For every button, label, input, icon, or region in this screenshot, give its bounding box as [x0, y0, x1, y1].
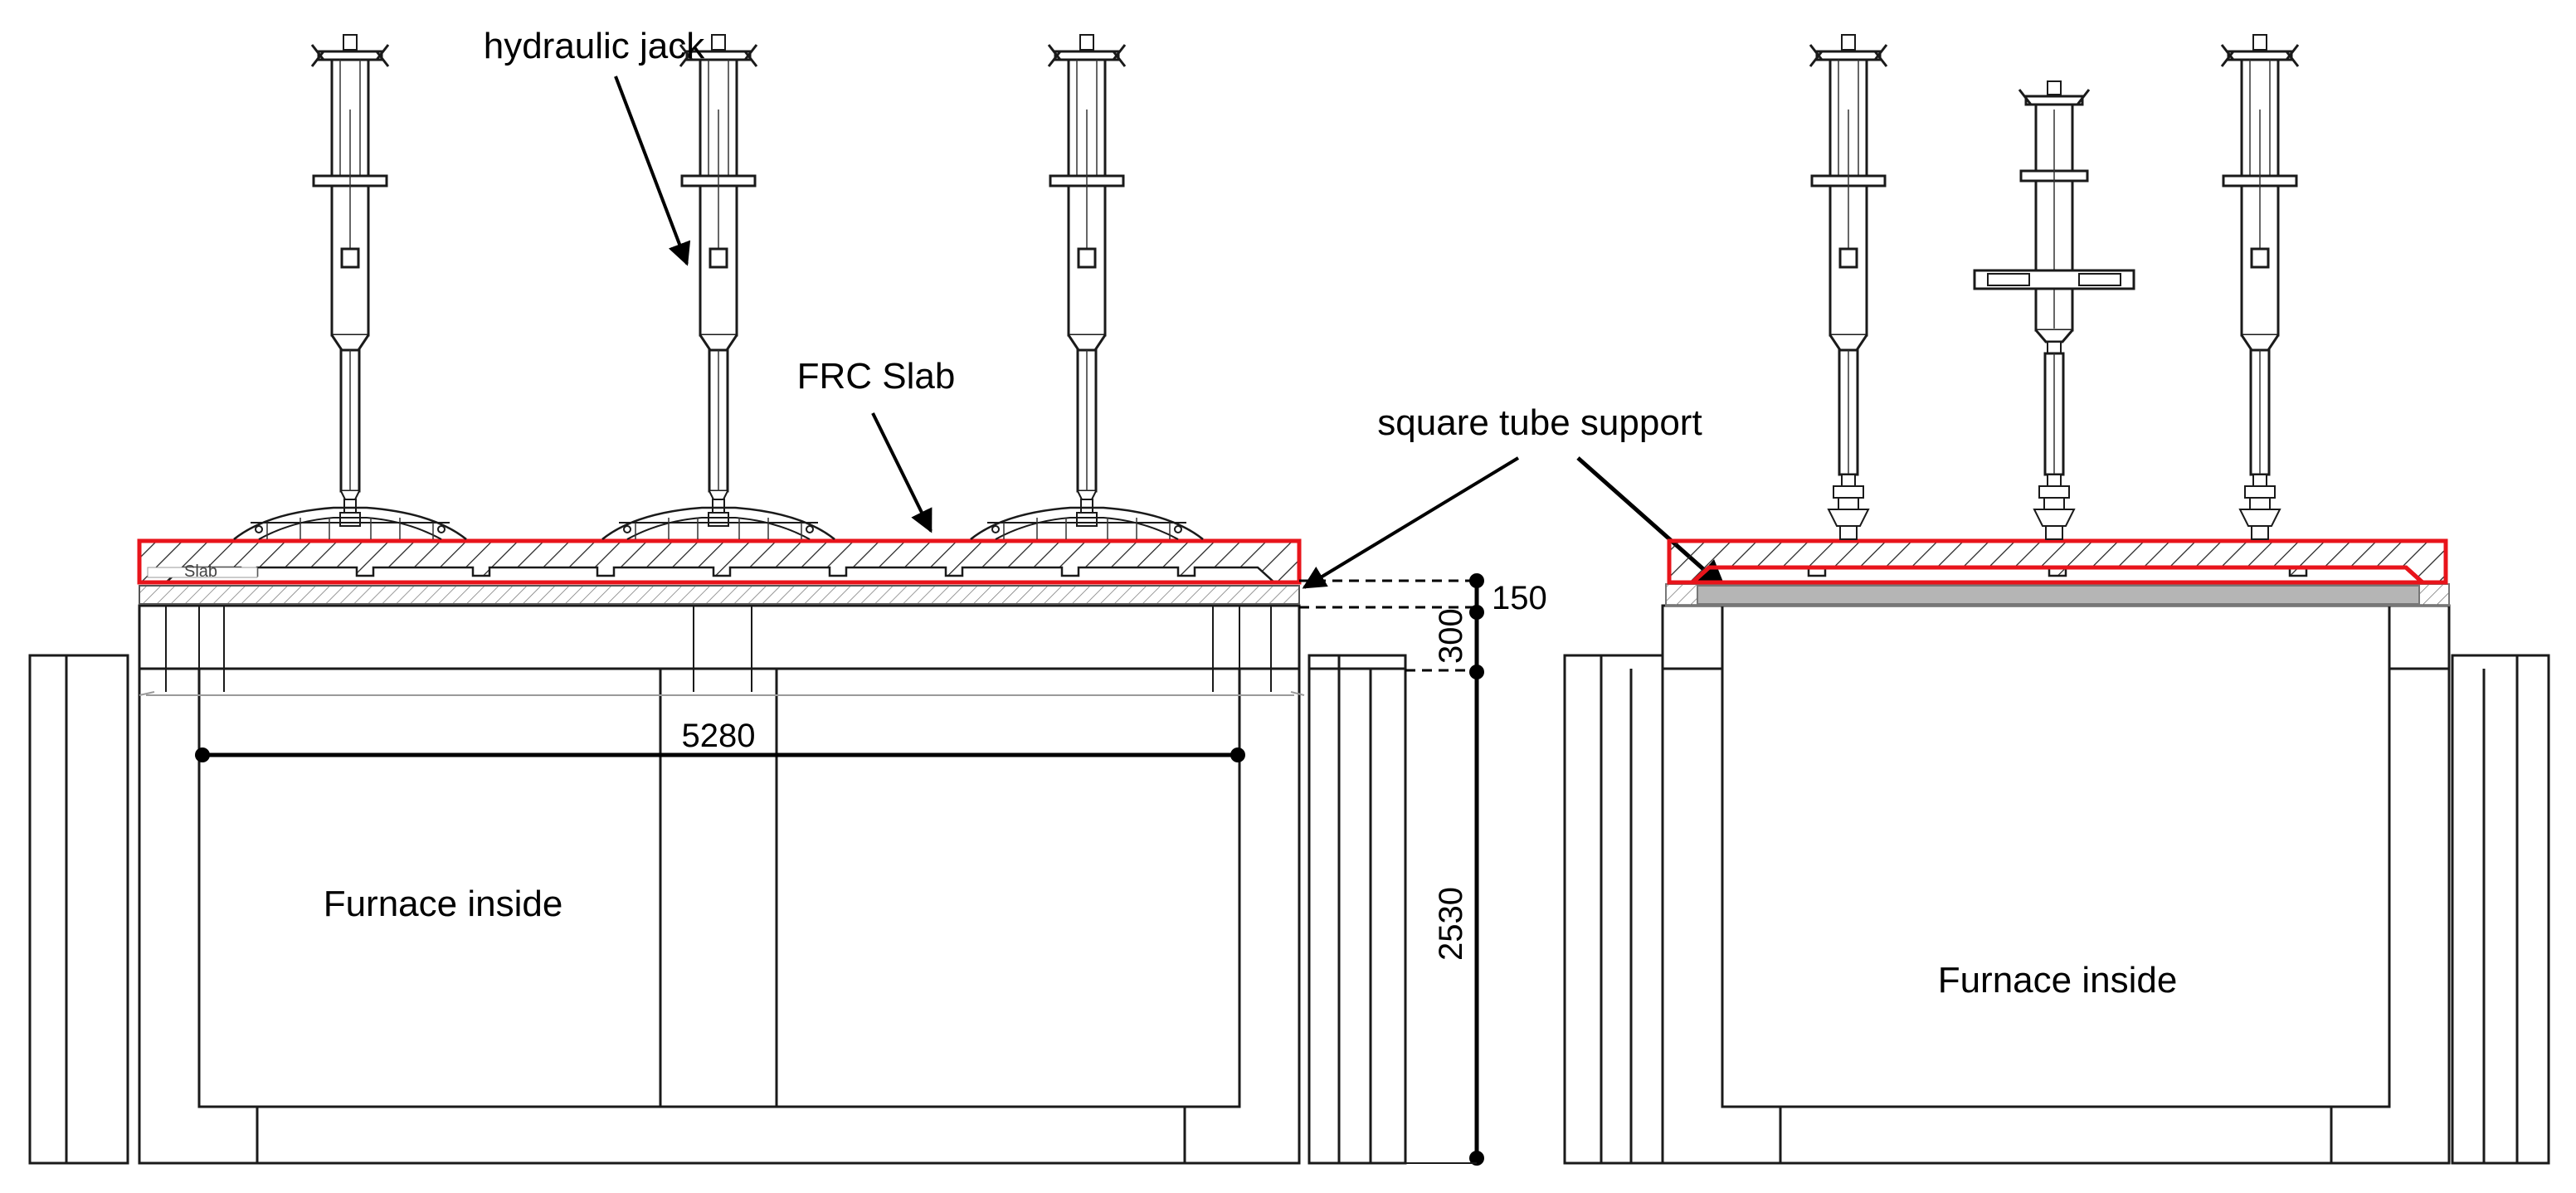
hydraulic-jack-6: [2220, 33, 2300, 541]
hydraulic-jack-arrow: [614, 75, 691, 266]
hydraulic-jack-2: [601, 33, 836, 541]
dimension-2530: 2530: [1433, 887, 1469, 961]
square-tube-support-label: square tube support: [1377, 402, 1702, 443]
square-tube-support-right: [1697, 585, 2420, 605]
frc-slab-outline-left: [137, 538, 1302, 585]
slab-tag: Slab: [184, 562, 217, 581]
furnace-inside-right-label: Furnace inside: [1938, 960, 2178, 1001]
hydraulic-jack-3: [969, 33, 1205, 541]
square-tube-support-arrow-left: [1302, 456, 1520, 589]
dimension-300: 300: [1433, 608, 1469, 664]
square-tube-support-left: [139, 585, 1300, 605]
furnace-inside-left-label: Furnace inside: [324, 884, 563, 924]
hydraulic-jack-4: [1809, 33, 1888, 541]
hydraulic-jack-label: hydraulic jack: [484, 26, 706, 66]
right-elevation-view: Furnace inside: [1563, 33, 2550, 1165]
frc-slab-right: [1667, 538, 2448, 585]
frc-slab-label: FRC Slab: [797, 356, 956, 397]
frc-slab-left: Slab: [137, 538, 1302, 585]
frc-slab-arrow: [871, 412, 933, 533]
hydraulic-jack-5: [1973, 80, 2135, 540]
left-elevation-view: Slab 5280 Furnace inside hydraulic jack …: [28, 26, 1726, 1166]
span-dimension-label: 5280: [682, 718, 756, 754]
dimension-150: 150: [1492, 580, 1547, 616]
hydraulic-jack-1: [232, 33, 468, 541]
